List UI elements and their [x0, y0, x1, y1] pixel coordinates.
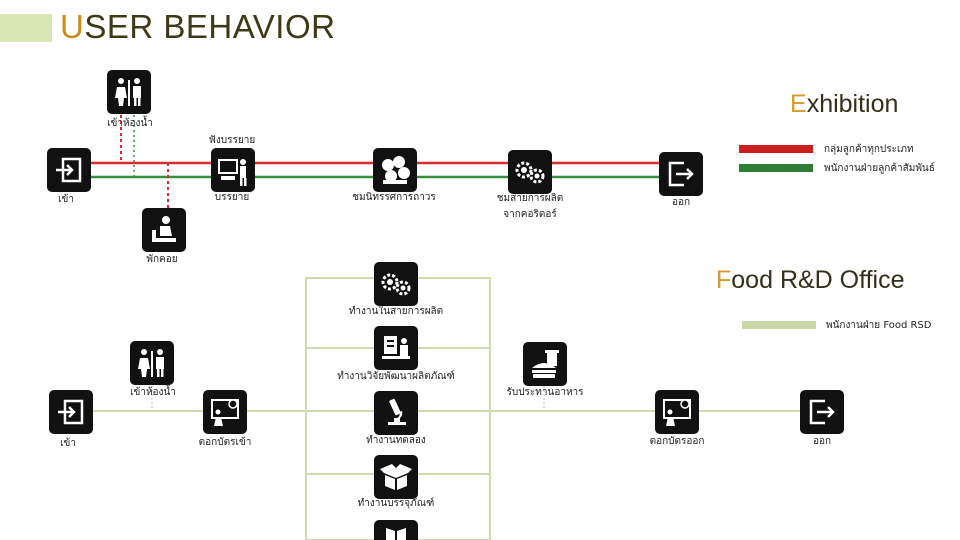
exhibition-heading: Exhibition [790, 90, 899, 118]
work-packaging-label: ทำงานบรรจุภัณฑ์ [357, 498, 435, 509]
enter-label: เข้า [58, 194, 74, 205]
title-accent-block [0, 14, 52, 42]
legend-label-staff: พนักงานฝ่ายลูกค้าสัมพันธ์ [824, 163, 935, 174]
work-lab-label: ทำงานทดลอง [366, 435, 426, 446]
food-exit-label: ออก [812, 436, 832, 447]
production-line-label-1: ชมสายการผลิต [496, 193, 564, 204]
production-gears-icon [508, 150, 552, 194]
meal-food-icon [523, 342, 567, 386]
waiting-seat-icon [142, 208, 186, 252]
meal-label: รับประทานอาหาร [506, 387, 584, 398]
permanent-exhibit-icon [373, 148, 417, 192]
work-rnd-label: ทำงานวิจัยพัฒนาผลิตภัณฑ์ [337, 371, 455, 382]
waiting-label: พักคอย [146, 254, 178, 265]
exit-label: ออก [671, 197, 691, 208]
lecture-top-label: ฟังบรรยาย [208, 135, 256, 146]
food-exit-icon [800, 390, 844, 434]
lecture-icon [211, 148, 255, 192]
page-title: USER BEHAVIOR [60, 8, 336, 45]
work-extra-icon [374, 520, 418, 540]
food-restroom-icon [130, 341, 174, 385]
work-rnd-icon [374, 326, 418, 370]
food-enter-icon [49, 390, 93, 434]
restroom-icon [107, 70, 151, 114]
food-enter-label: เข้า [60, 438, 76, 449]
clock-in-label: ตอกบัตรเข้า [198, 437, 252, 448]
clock-out-icon [655, 390, 699, 434]
legend-label-customer: กลุ่มลูกค้าทุกประเภท [824, 144, 914, 155]
work-packaging-box-icon [374, 455, 418, 499]
food-restroom-label: เข้าห้องน้ำ [130, 387, 176, 398]
legend-bar-staff [739, 164, 813, 172]
work-production-gears-icon [374, 262, 418, 306]
enter-icon [47, 148, 91, 192]
legend-bar-customer [739, 145, 813, 153]
lecture-bottom-label: บรรยาย [214, 192, 250, 203]
permanent-exhibit-label: ชมนิทรรศการถาวร [352, 192, 436, 203]
production-line-label-2: จากคอริดอร์ [503, 209, 557, 220]
restroom-label: เข้าห้องน้ำ [107, 118, 153, 129]
legend-bar-food [742, 321, 816, 329]
work-production-label: ทำงานในสายการผลิต [348, 306, 444, 317]
clock-out-label: ตอกบัตรออก [649, 436, 705, 447]
exit-icon [659, 152, 703, 196]
food-rnd-heading: Food R&D Office [716, 266, 905, 294]
work-lab-microscope-icon [374, 391, 418, 435]
clock-in-icon [203, 390, 247, 434]
legend-label-food-staff: พนักงานฝ่าย Food RSD [826, 320, 932, 331]
